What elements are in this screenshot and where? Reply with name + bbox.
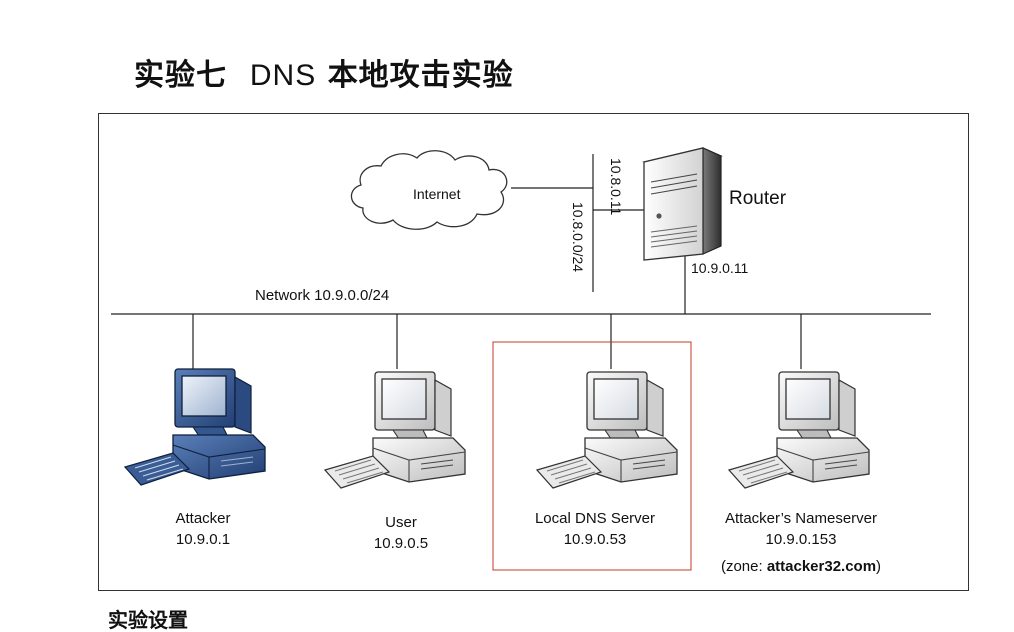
attacker-ns-ip: 10.9.0.153 — [766, 531, 837, 548]
local-dns-ip: 10.9.0.53 — [564, 531, 627, 548]
router-internal-ip: 10.9.0.11 — [691, 260, 749, 276]
zone-suffix: ) — [876, 558, 881, 575]
title-prefix: 实验七 — [134, 58, 227, 93]
attacker-name: Attacker — [175, 510, 230, 527]
router-external-ip: 10.8.0.11 — [608, 158, 624, 216]
user-name: User — [385, 514, 417, 531]
network-diagram: Network 10.9.0.0/24 10.9.0.11 10.8.0.11 … — [98, 113, 969, 591]
external-network-label: 10.8.0.0/24 — [570, 202, 586, 272]
attacker-ns-zone: (zone: attacker32.com) — [721, 558, 881, 575]
local-dns-computer-icon — [536, 371, 678, 489]
attacker-ns-computer-icon — [728, 371, 870, 489]
attacker-ns-name: Attacker’s Nameserver — [725, 510, 877, 527]
internet-cloud-icon — [350, 150, 508, 230]
attacker-computer-icon — [124, 368, 266, 486]
title-dns: DNS — [249, 59, 317, 92]
zone-domain: attacker32.com — [767, 558, 876, 575]
user-ip: 10.9.0.5 — [374, 535, 428, 552]
internet-label: Internet — [413, 186, 461, 202]
zone-prefix: (zone: — [721, 558, 767, 575]
network-label: Network 10.9.0.0/24 — [255, 287, 389, 304]
user-computer-icon — [324, 371, 466, 489]
page-title: 实验七 DNS 本地攻击实验 — [134, 50, 514, 94]
local-dns-name: Local DNS Server — [535, 510, 655, 527]
network-diagram-svg: Network 10.9.0.0/24 10.9.0.11 10.8.0.11 … — [111, 147, 931, 575]
local-dns-highlight-box — [492, 341, 692, 571]
attacker-ip: 10.9.0.1 — [176, 531, 230, 548]
title-suffix: 本地攻击实验 — [327, 58, 514, 93]
host-labels: Attacker 10.9.0.1 User 10.9.0.5 Local DN… — [175, 510, 881, 575]
router-label: Router — [729, 188, 787, 209]
section-heading: 实验设置 — [108, 608, 188, 632]
router-server-icon — [642, 147, 723, 261]
